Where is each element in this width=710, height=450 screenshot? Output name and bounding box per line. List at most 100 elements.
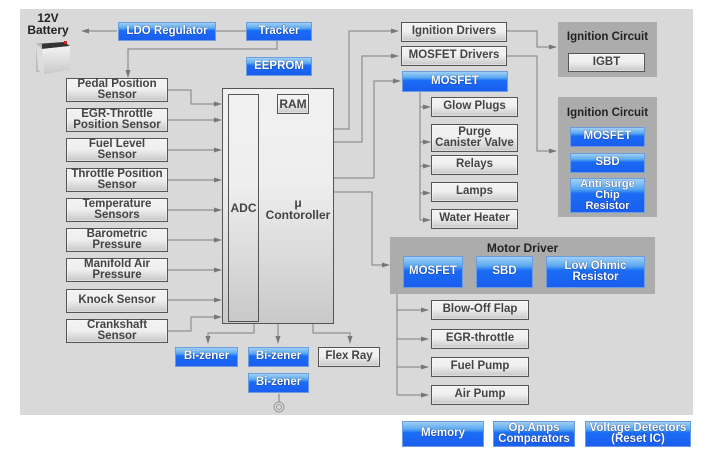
tracker-box[interactable]: Tracker <box>246 22 312 41</box>
ignition-mosfet-box[interactable]: MOSFET <box>570 127 645 147</box>
mosfet-drivers-label: MOSFET Drivers <box>408 49 500 62</box>
motor-load-box[interactable]: Air Pump <box>431 385 529 405</box>
wire-sensor-9 <box>168 314 222 332</box>
battery-voltage: 12V <box>37 11 59 25</box>
wire-mcu-flexray <box>312 324 353 344</box>
mosfet-load-label: Relays <box>455 158 494 171</box>
ignition-circuit-group-1: Ignition Circuit IGBT <box>558 22 657 77</box>
resistor-line: Anti surge <box>580 178 635 190</box>
anti-surge-resistor-box[interactable]: Anti surge Chip Resistor <box>570 178 645 213</box>
mosfet-label: MOSFET <box>409 265 457 278</box>
mu-symbol: μ <box>294 196 302 210</box>
flex-ray-box[interactable]: Flex Ray <box>318 347 380 367</box>
motor-driver-group: Motor Driver MOSFET SBD Low Ohmic Resist… <box>390 237 655 294</box>
legend-line: Comparators <box>498 433 570 445</box>
adc-label: ADC <box>230 201 257 215</box>
ram-box[interactable]: RAM <box>277 94 309 114</box>
low-ohmic-resistor-box[interactable]: Low Ohmic Resistor <box>546 256 645 288</box>
ignition-drivers-label: Ignition Drivers <box>411 25 497 38</box>
adc-block[interactable]: ADC <box>228 94 259 322</box>
ignition-sbd-box[interactable]: SBD <box>570 153 645 173</box>
motor-load-box[interactable]: Fuel Pump <box>431 357 529 377</box>
wire-mosfetdrv-ic2 <box>506 55 557 154</box>
bizener-label: Bi-zener <box>255 376 302 389</box>
sensor-label: Position Sensor <box>73 119 161 131</box>
microcontroller-label: μ Contoroller <box>263 197 333 221</box>
bizener-box-3[interactable]: Bi-zener <box>248 373 309 393</box>
sensor-label: Sensors <box>94 209 140 221</box>
sensor-label: Manifold Air <box>83 257 150 270</box>
motor-sbd-box[interactable]: SBD <box>476 256 533 288</box>
sensor-label: Pedal Position <box>77 77 157 90</box>
mosfet-load-box[interactable]: Relays <box>431 155 518 175</box>
ldo-regulator-box[interactable]: LDO Regulator <box>118 22 216 41</box>
bizener-label: Bi-zener <box>183 350 230 363</box>
wire-mcu-bizener1 <box>205 324 255 344</box>
legend-memory: Memory <box>402 421 484 447</box>
battery-icon <box>36 41 70 74</box>
wire-sensor-1 <box>168 89 222 107</box>
motor-load-label: Blow-Off Flap <box>442 303 518 316</box>
sensor-label: EGR-Throttle <box>81 107 153 120</box>
motor-driver-title: Motor Driver <box>486 241 559 255</box>
motor-load-box[interactable]: EGR-throttle <box>431 329 529 349</box>
motor-load-box[interactable]: Blow-Off Flap <box>431 300 529 320</box>
sensor-label: Sensor <box>97 89 137 101</box>
legend-memory-label: Memory <box>420 427 466 440</box>
mosfet-load-box[interactable]: Lamps <box>431 182 518 202</box>
ignition-circuit-title: Ignition Circuit <box>566 107 649 119</box>
bizener-box-2[interactable]: Bi-zener <box>248 347 309 367</box>
sensor-label: Crankshaft <box>86 318 148 331</box>
mosfet-load-label: Water Heater <box>439 212 510 225</box>
sensor-label: Pressure <box>92 239 142 251</box>
mosfet-load-label: Lamps <box>455 185 494 198</box>
sensor-label: Sensor <box>97 179 137 191</box>
sensor-label: Sensor <box>97 149 137 161</box>
motor-mosfet-box[interactable]: MOSFET <box>403 256 463 288</box>
flex-ray-label: Flex Ray <box>325 350 373 363</box>
battery-text: Battery <box>27 23 69 37</box>
wire-mcu-mosfet <box>334 78 401 179</box>
tracker-label: Tracker <box>258 24 300 37</box>
igbt-box[interactable]: IGBT <box>568 53 645 72</box>
ignition-circuit-group-2: Ignition Circuit MOSFET SBD Anti surge C… <box>558 97 657 217</box>
legend-opamps: Op.Amps Comparators <box>493 421 575 447</box>
wire-mcu-mosfetdrv <box>334 53 399 143</box>
wire-mcu-motor <box>334 191 390 268</box>
mosfet-load-box[interactable]: Water Heater <box>431 209 518 229</box>
sensor-label: Temperature <box>82 197 152 210</box>
legend-line: (Reset IC) <box>611 433 665 445</box>
motor-load-label: Fuel Pump <box>450 360 510 373</box>
resistor-line: Chip <box>595 189 620 201</box>
bizener-label: Bi-zener <box>255 350 302 363</box>
sensor-label: Throttle Position <box>71 167 163 180</box>
eeprom-box[interactable]: EEPROM <box>246 57 312 76</box>
bizener-box-1[interactable]: Bi-zener <box>175 347 238 367</box>
mosfet-drivers-box[interactable]: MOSFET Drivers <box>401 46 507 66</box>
mosfet-load-box[interactable]: Purge Canister Valve <box>431 124 518 152</box>
mosfet-load-box[interactable]: Glow Plugs <box>431 97 518 117</box>
microcontroller-block[interactable]: ADC RAM μ Contoroller <box>222 88 334 324</box>
wire-mcu-ignition <box>334 28 399 130</box>
mosfet-box[interactable]: MOSFET <box>402 71 508 92</box>
resistor-line: Resistor <box>572 271 619 283</box>
wire-tracker-pedal <box>125 40 278 78</box>
sensor-label: Sensor <box>97 330 137 342</box>
eeprom-label: EEPROM <box>254 59 304 72</box>
ignition-drivers-box[interactable]: Ignition Drivers <box>401 22 507 42</box>
mosfet-load-label: Purge Canister Valve <box>435 125 514 149</box>
controller-text: Contoroller <box>265 208 331 222</box>
sensor-box[interactable]: Knock Sensor <box>66 289 168 313</box>
motor-load-label: EGR-throttle <box>445 332 515 345</box>
legend-line: Op.Amps <box>508 421 560 434</box>
legend-line: Voltage Detectors <box>589 421 687 434</box>
